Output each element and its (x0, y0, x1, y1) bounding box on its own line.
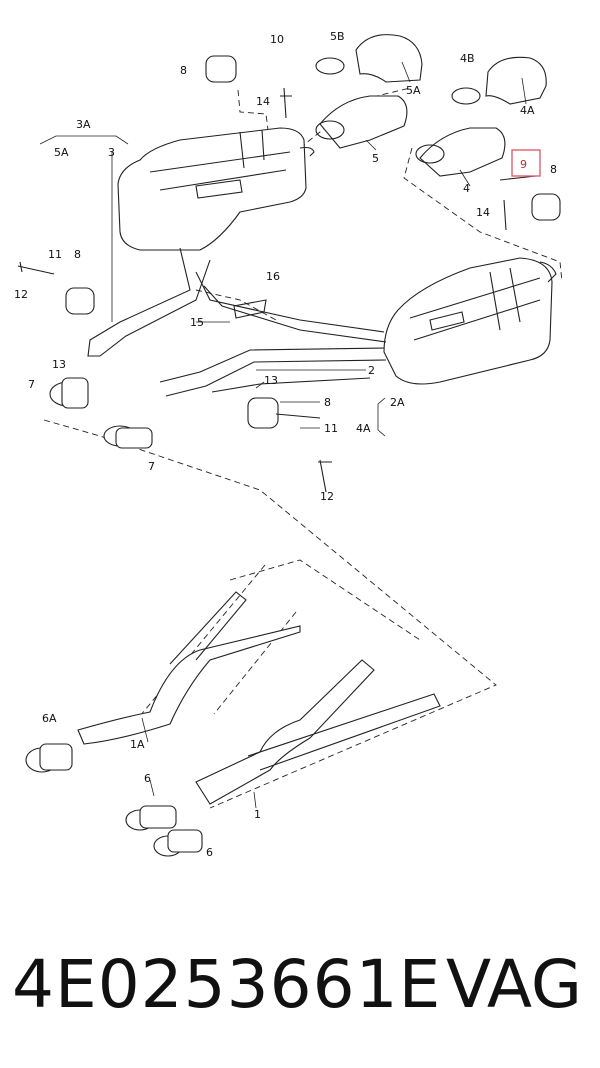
label-4A-top: 4A (520, 104, 535, 117)
label-8-right: 8 (550, 163, 557, 176)
label-14-top: 14 (256, 95, 270, 108)
label-8-left: 8 (74, 248, 81, 261)
label-8-top: 8 (180, 64, 187, 77)
label-5: 5 (372, 152, 379, 165)
label-9: 9 (520, 158, 527, 171)
callout-labels: 10 8 14 5B 5A 5 4B 4A 4 9 8 14 3A 5A 3 1… (14, 30, 557, 859)
brand-name: VAG (445, 946, 582, 1023)
label-6A: 6A (42, 712, 57, 725)
highlight-box-item-9 (511, 149, 541, 177)
label-14-right: 14 (476, 206, 490, 219)
label-5A-left: 5A (54, 146, 69, 159)
intermediate-pipes (87, 247, 387, 397)
label-3: 3 (108, 146, 115, 159)
label-7-mid: 7 (148, 460, 155, 473)
clamps (25, 57, 481, 857)
leader-lines (39, 61, 527, 809)
front-pipes (77, 591, 441, 805)
caption-footer: 4E0253661E VAG (0, 930, 600, 1040)
exhaust-system-diagram: 10 8 14 5B 5A 5 4B 4A 4 9 8 14 3A 5A 3 1… (14, 30, 563, 859)
label-1A: 1A (130, 738, 145, 751)
label-4: 4 (463, 182, 470, 195)
part-number: 4E0253661E (12, 946, 442, 1023)
tail-pipes (319, 34, 547, 177)
label-13-mid: 13 (264, 374, 278, 387)
label-11-left: 11 (48, 248, 62, 261)
label-12-left: 12 (14, 288, 28, 301)
label-11-mid: 11 (324, 422, 338, 435)
rear-muffler (117, 127, 315, 251)
label-8-mid: 8 (324, 396, 331, 409)
label-12-mid: 12 (320, 490, 334, 503)
label-6-lower: 6 (206, 846, 213, 859)
rubber-mounts (65, 55, 561, 429)
label-15: 15 (190, 316, 204, 329)
label-16: 16 (266, 270, 280, 283)
label-10: 10 (270, 33, 284, 46)
label-5A-top: 5A (406, 84, 421, 97)
label-13-left: 13 (52, 358, 66, 371)
label-6-upper: 6 (144, 772, 151, 785)
center-muffler (383, 257, 557, 385)
label-2: 2 (368, 364, 375, 377)
label-4A-mid: 4A (356, 422, 371, 435)
label-1: 1 (254, 808, 261, 821)
label-2A: 2A (390, 396, 405, 409)
label-5B: 5B (330, 30, 345, 43)
label-7-left: 7 (28, 378, 35, 391)
label-3A: 3A (76, 118, 91, 131)
label-4B: 4B (460, 52, 475, 65)
